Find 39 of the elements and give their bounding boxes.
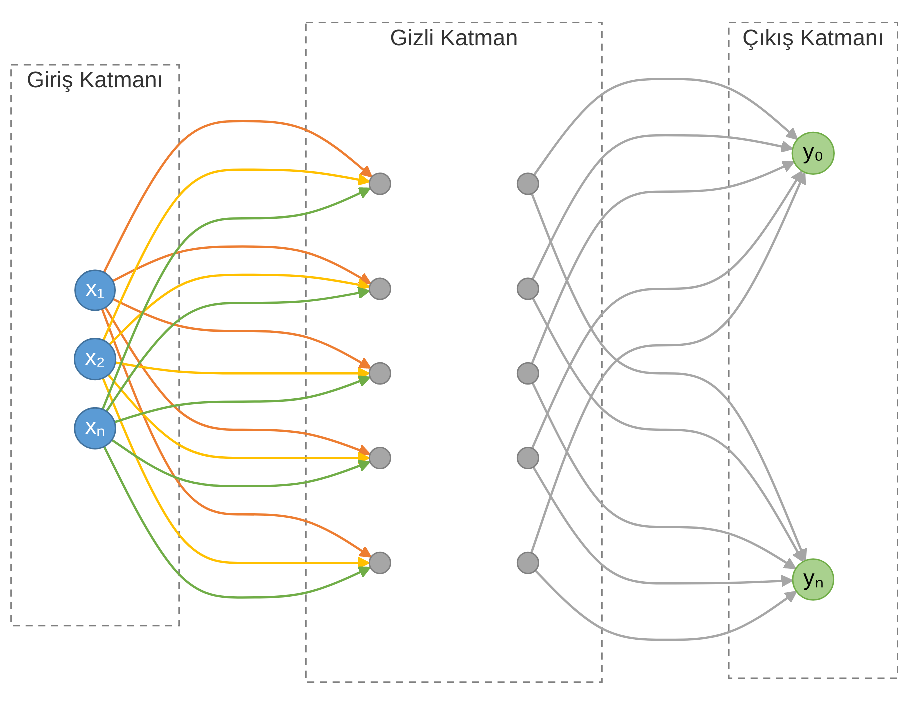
arrow <box>103 446 372 599</box>
arrow <box>115 362 370 380</box>
arrow <box>532 466 794 588</box>
arrow <box>101 308 372 558</box>
node-circle: x₁ <box>74 270 116 312</box>
arrow <box>533 78 798 176</box>
arrow <box>532 382 797 570</box>
node-circle <box>368 172 392 196</box>
node-circle: xₙ <box>74 407 116 450</box>
node-circle <box>516 172 540 196</box>
node-circle <box>516 446 540 470</box>
node-circle <box>516 362 540 385</box>
arrow <box>532 298 804 562</box>
arrow <box>114 376 371 424</box>
node-circle <box>516 552 540 574</box>
arrow <box>102 188 372 410</box>
node-circle <box>368 362 392 385</box>
arrow <box>534 570 798 642</box>
arrow <box>531 170 803 449</box>
node-circle: y₀ <box>792 132 835 176</box>
node-circle <box>516 278 540 300</box>
arrow <box>112 439 371 488</box>
arrow <box>103 120 373 274</box>
arrow <box>102 168 370 341</box>
node-circle <box>368 552 392 574</box>
arrow <box>108 374 370 464</box>
arrow <box>104 307 371 456</box>
cluster: Gizli Katman <box>306 22 603 683</box>
node-circle <box>368 278 392 300</box>
arrow <box>112 298 372 369</box>
arrow <box>532 134 794 280</box>
arrow <box>106 287 370 412</box>
arrow <box>109 274 370 346</box>
node-circle <box>368 446 392 470</box>
arrow <box>112 246 372 284</box>
node-circle: yₙ <box>792 558 835 601</box>
arrow <box>102 378 370 570</box>
arrow <box>531 161 795 364</box>
node-circle: x₂ <box>74 338 117 381</box>
